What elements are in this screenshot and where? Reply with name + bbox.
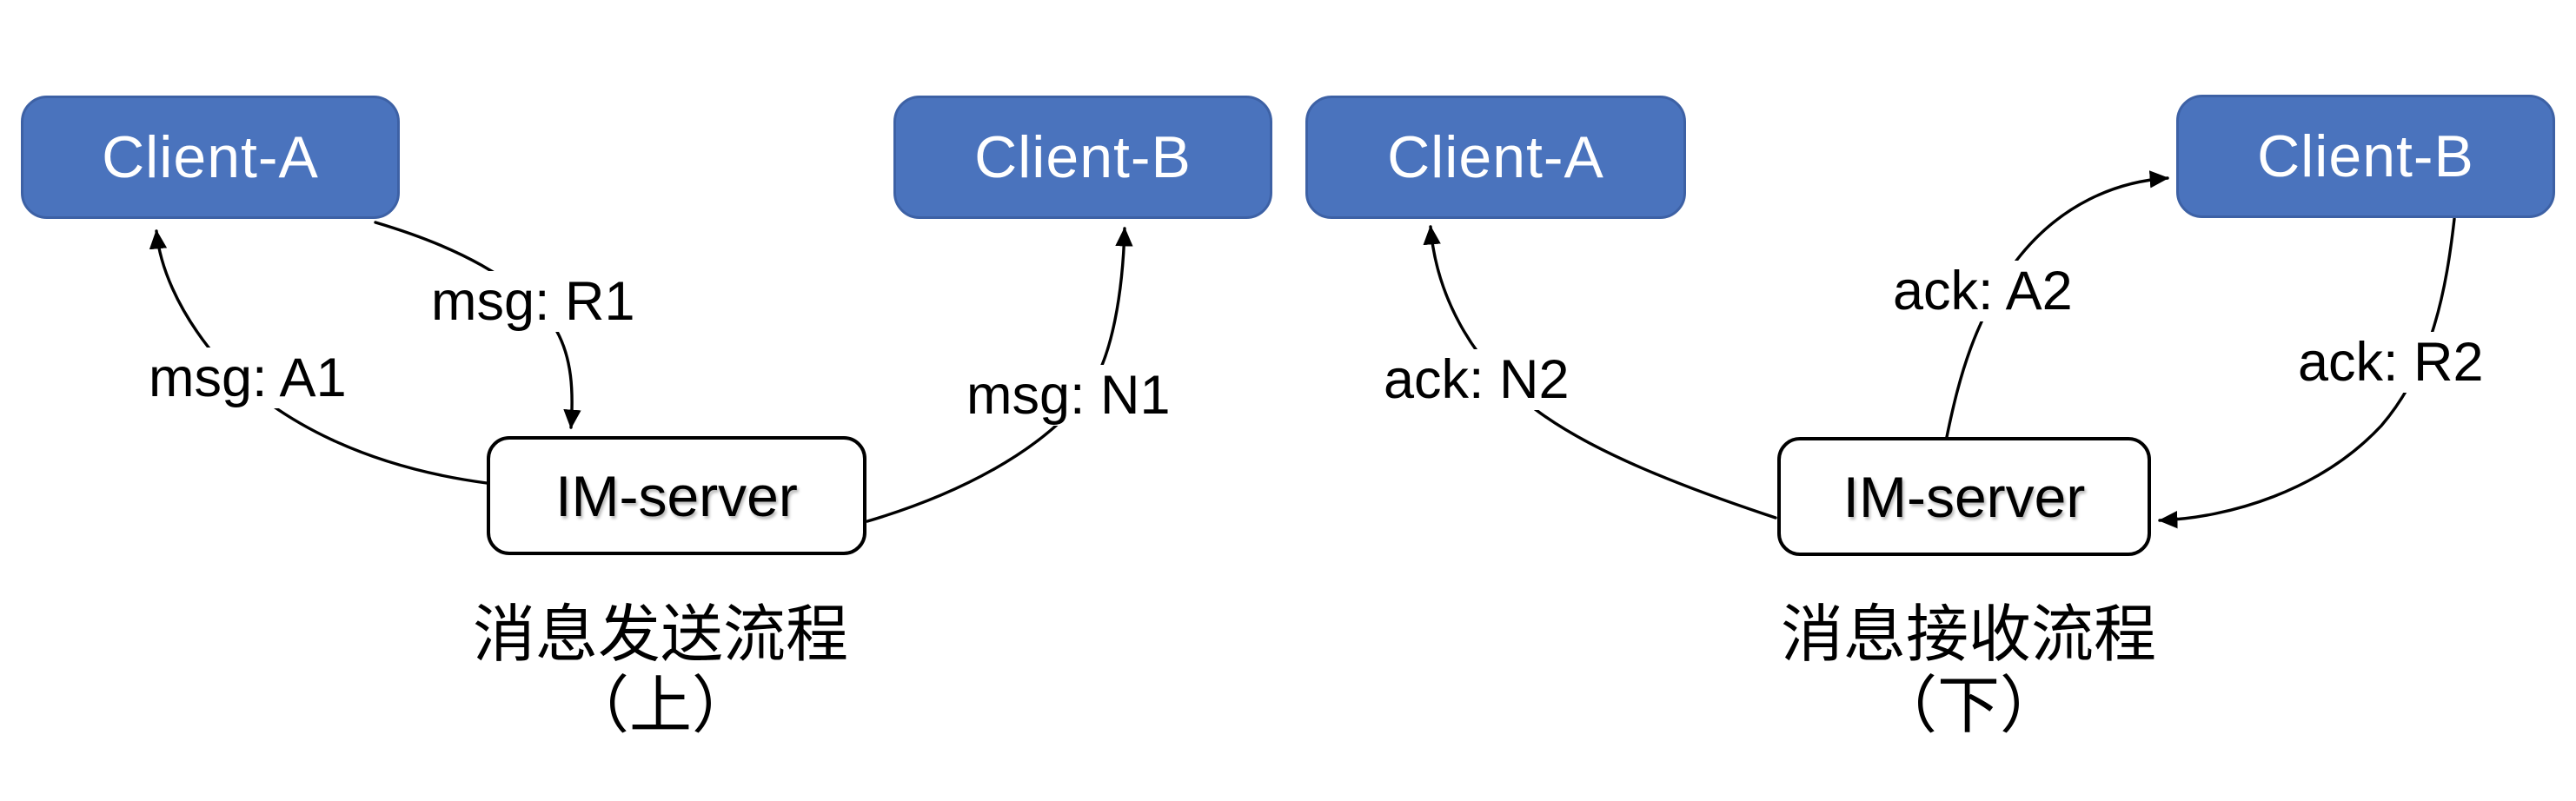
node-client-b-receive: Client-B: [2176, 95, 2555, 218]
edge-label-ack-r2: ack: R2: [2293, 332, 2489, 394]
caption-receive-flow-line2: （下）: [1874, 672, 2062, 742]
caption-receive-flow: 消息接收流程 （下）: [1664, 599, 2273, 742]
node-im-server-send: IM-server: [487, 436, 866, 555]
edge-label-msg-a1: msg: A1: [143, 348, 352, 409]
caption-send-flow-line1: 消息发送流程: [472, 600, 848, 670]
edge-label-ack-n2: ack: N2: [1378, 349, 1575, 411]
node-client-b-send: Client-B: [893, 96, 1272, 219]
edge-label-msg-n1: msg: N1: [961, 365, 1176, 427]
arrow-ack-r2: [2158, 217, 2456, 529]
node-client-a-receive: Client-A: [1305, 96, 1686, 219]
edge-label-msg-r1: msg: R1: [426, 271, 641, 333]
caption-send-flow-line2: （上）: [566, 672, 754, 742]
node-im-server-receive: IM-server: [1777, 437, 2151, 556]
edge-label-ack-a2: ack: A2: [1888, 261, 2078, 322]
node-client-a-send: Client-A: [21, 96, 400, 219]
caption-send-flow: 消息发送流程 （上）: [356, 599, 965, 742]
caption-receive-flow-line1: 消息接收流程: [1780, 600, 2156, 670]
